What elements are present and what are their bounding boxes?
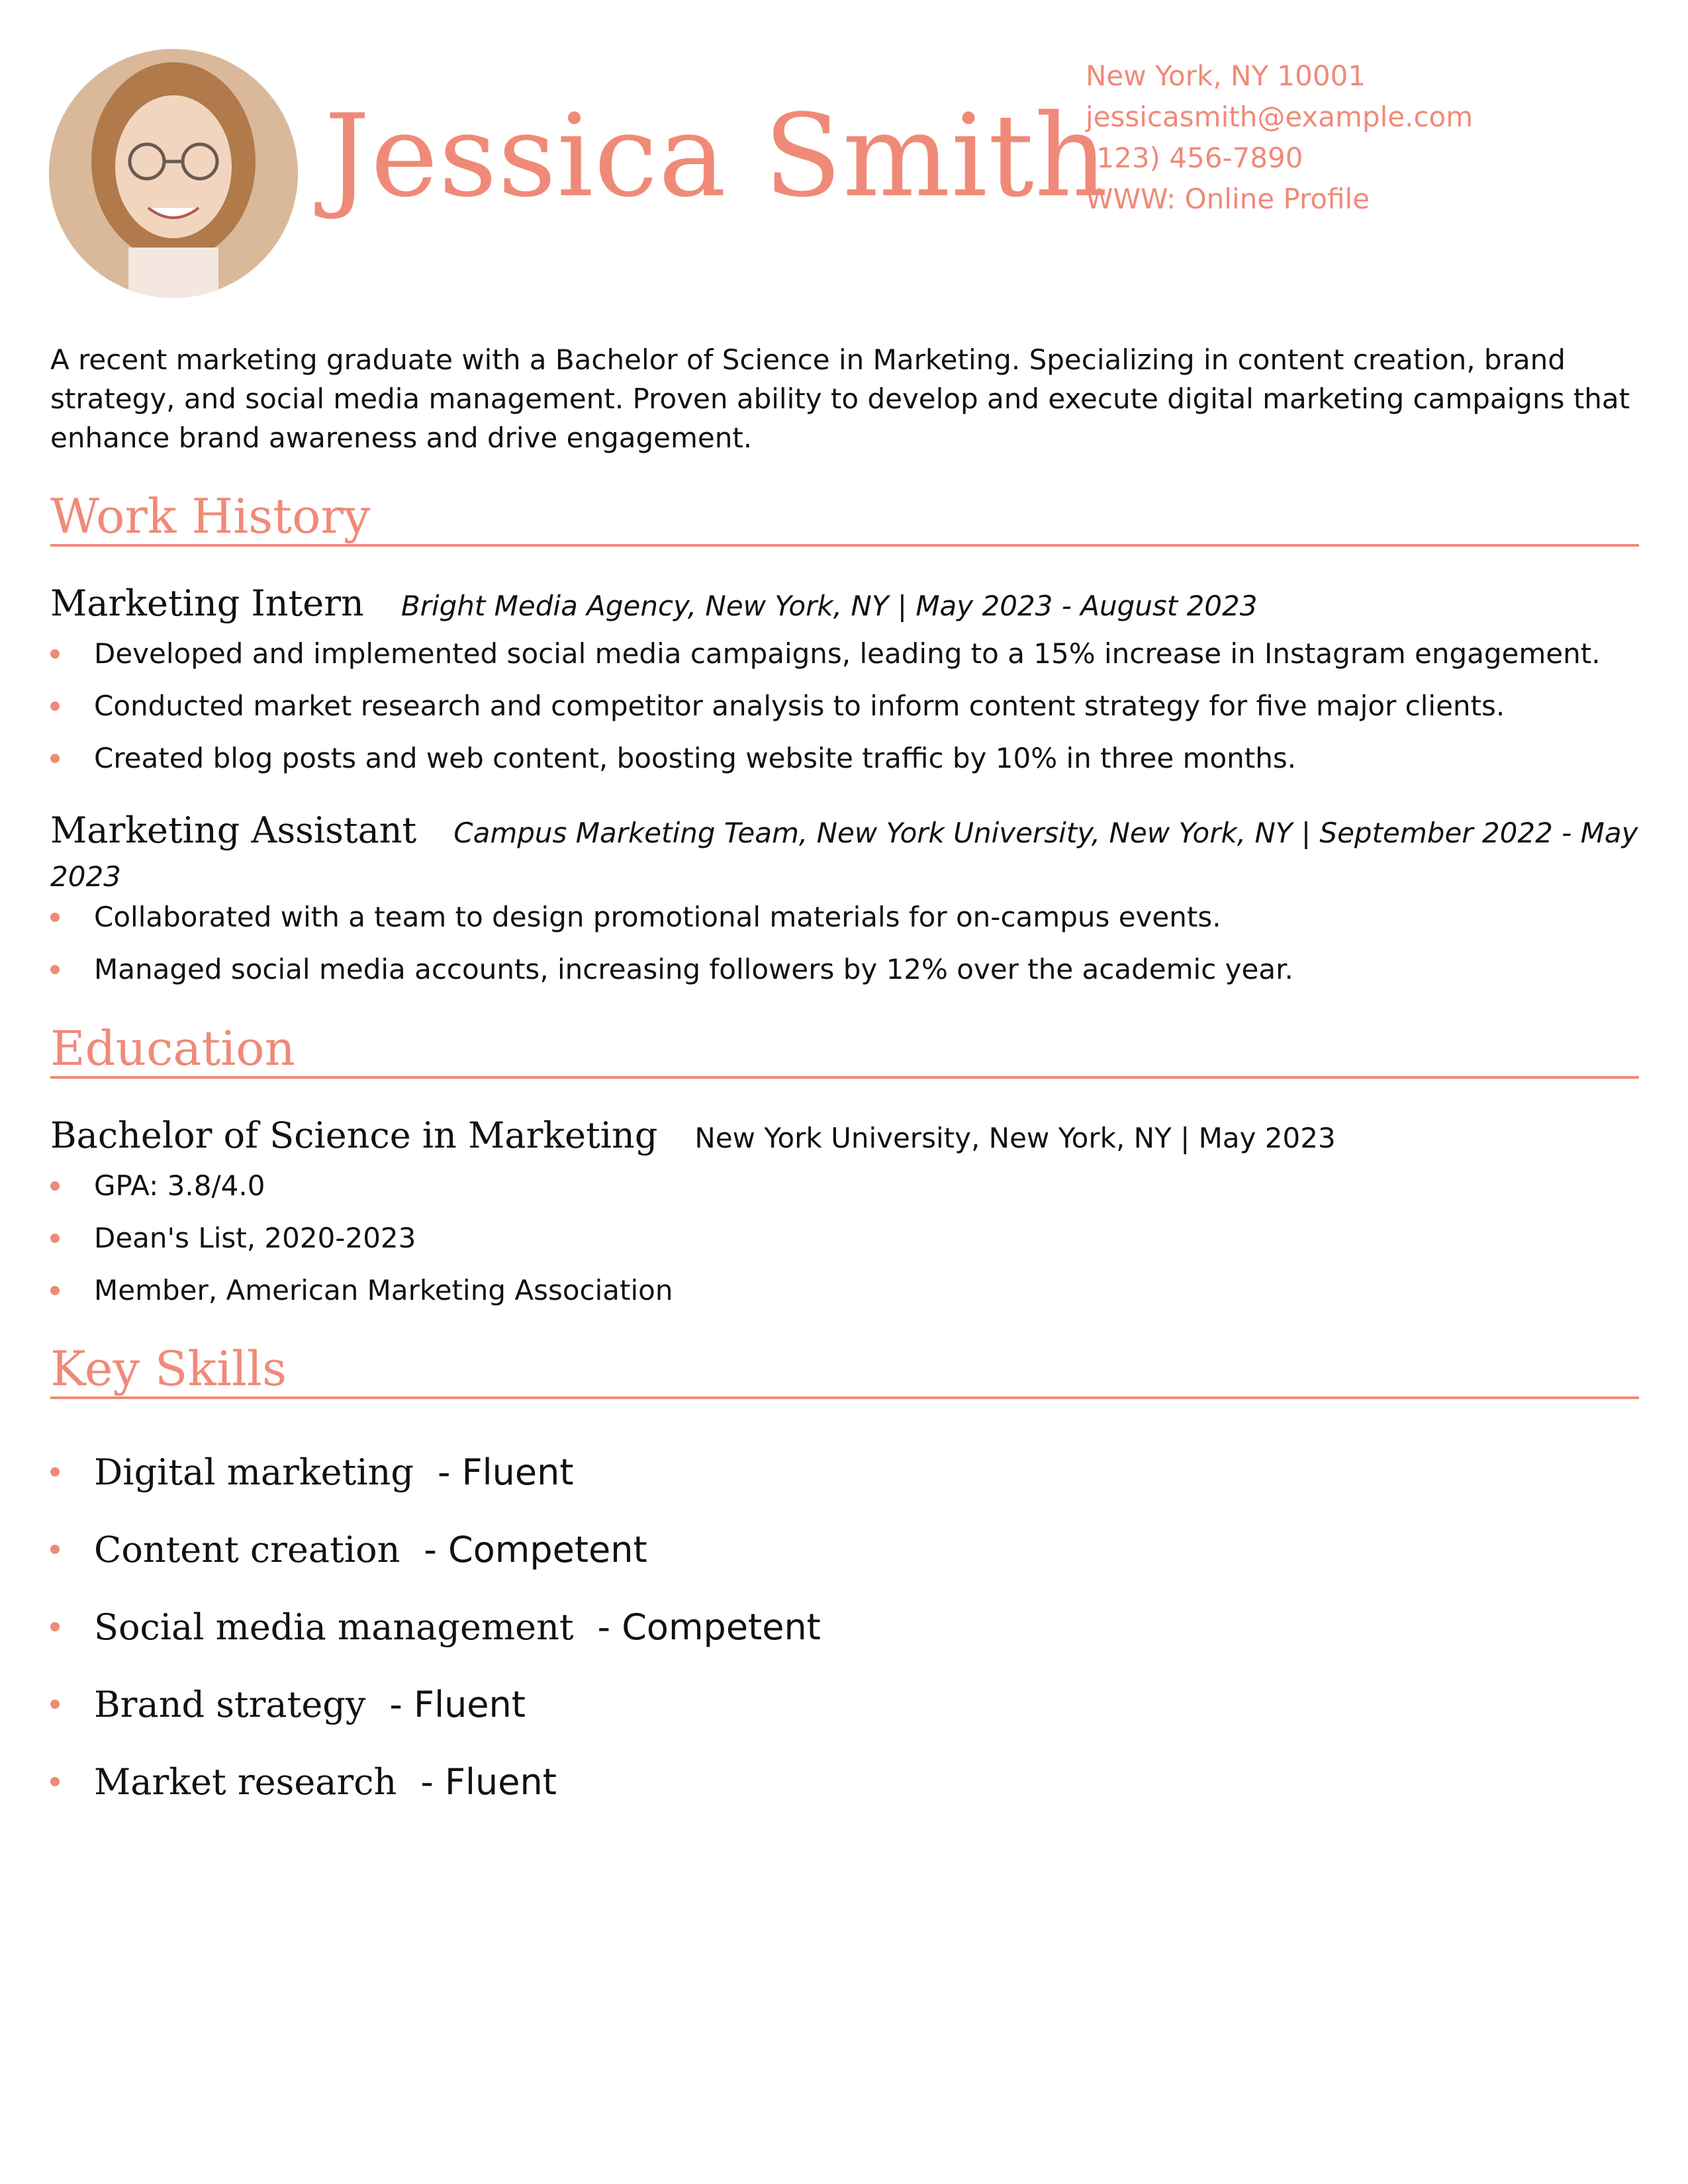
job-title: Marketing Assistant [50, 809, 417, 851]
list-item: Collaborated with a team to design promo… [50, 891, 1639, 943]
education-header: Bachelor of Science in Marketing New York… [50, 1115, 1639, 1160]
skill-item: Social media management - Competent [50, 1588, 1639, 1666]
section-divider [50, 544, 1639, 547]
skill-level: - Fluent [437, 1451, 574, 1493]
resume-header: Jessica Smith New York, NY 10001 jessica… [0, 0, 1688, 304]
skill-name: Social media management [94, 1606, 574, 1648]
section-title-work-history: Work History [50, 488, 371, 544]
skill-level: - Competent [424, 1529, 647, 1570]
skill-item: Digital marketing - Fluent [50, 1433, 1639, 1511]
list-item: Created blog posts and web content, boos… [50, 732, 1639, 784]
list-item: GPA: 3.8/4.0 [50, 1160, 1639, 1212]
candidate-name: Jessica Smith [324, 89, 1109, 222]
section-title-education: Education [50, 1021, 295, 1076]
job-meta: Bright Media Agency, New York, NY | May … [400, 590, 1258, 622]
profile-photo [49, 49, 298, 298]
degree-title: Bachelor of Science in Marketing [50, 1115, 658, 1156]
contact-info: New York, NY 10001 jessicasmith@example.… [1086, 56, 1628, 220]
skill-name: Content creation [94, 1529, 400, 1570]
skills-list: Digital marketing - Fluent Content creati… [50, 1433, 1639, 1821]
job-bullets: Developed and implemented social media c… [50, 627, 1639, 784]
job-meta: Campus Marketing Team, New York Universi… [50, 817, 1638, 893]
list-item: Member, American Marketing Association [50, 1264, 1639, 1316]
skill-item: Brand strategy - Fluent [50, 1666, 1639, 1743]
education-bullets: GPA: 3.8/4.0 Dean's List, 2020-2023 Memb… [50, 1160, 1639, 1316]
profile-photo-illustration [49, 49, 298, 298]
professional-summary: A recent marketing graduate with a Bache… [50, 343, 1630, 454]
list-item: Managed social media accounts, increasin… [50, 943, 1639, 995]
skill-level: - Competent [597, 1606, 821, 1648]
skill-level: - Fluent [420, 1761, 557, 1803]
contact-address: New York, NY 10001 [1086, 60, 1366, 92]
section-divider [50, 1076, 1639, 1079]
education-meta: New York University, New York, NY | May … [694, 1122, 1336, 1154]
section-divider [50, 1396, 1639, 1399]
skill-name: Brand strategy [94, 1684, 366, 1725]
contact-email[interactable]: jessicasmith@example.com [1086, 101, 1474, 133]
skill-item: Content creation - Competent [50, 1511, 1639, 1588]
list-item: Dean's List, 2020-2023 [50, 1212, 1639, 1264]
job-bullets: Collaborated with a team to design promo… [50, 891, 1639, 995]
skill-item: Market research - Fluent [50, 1743, 1639, 1821]
job-header: Marketing Intern Bright Media Agency, New… [50, 582, 1639, 627]
skill-name: Market research [94, 1761, 397, 1803]
contact-phone[interactable]: (123) 456-7890 [1086, 142, 1303, 174]
job-title: Marketing Intern [50, 582, 364, 624]
skill-name: Digital marketing [94, 1451, 414, 1493]
section-title-key-skills: Key Skills [50, 1341, 287, 1396]
list-item: Conducted market research and competitor… [50, 680, 1639, 732]
list-item: Developed and implemented social media c… [50, 627, 1639, 680]
contact-website[interactable]: WWW: Online Profile [1086, 183, 1370, 215]
skill-level: - Fluent [389, 1684, 526, 1725]
